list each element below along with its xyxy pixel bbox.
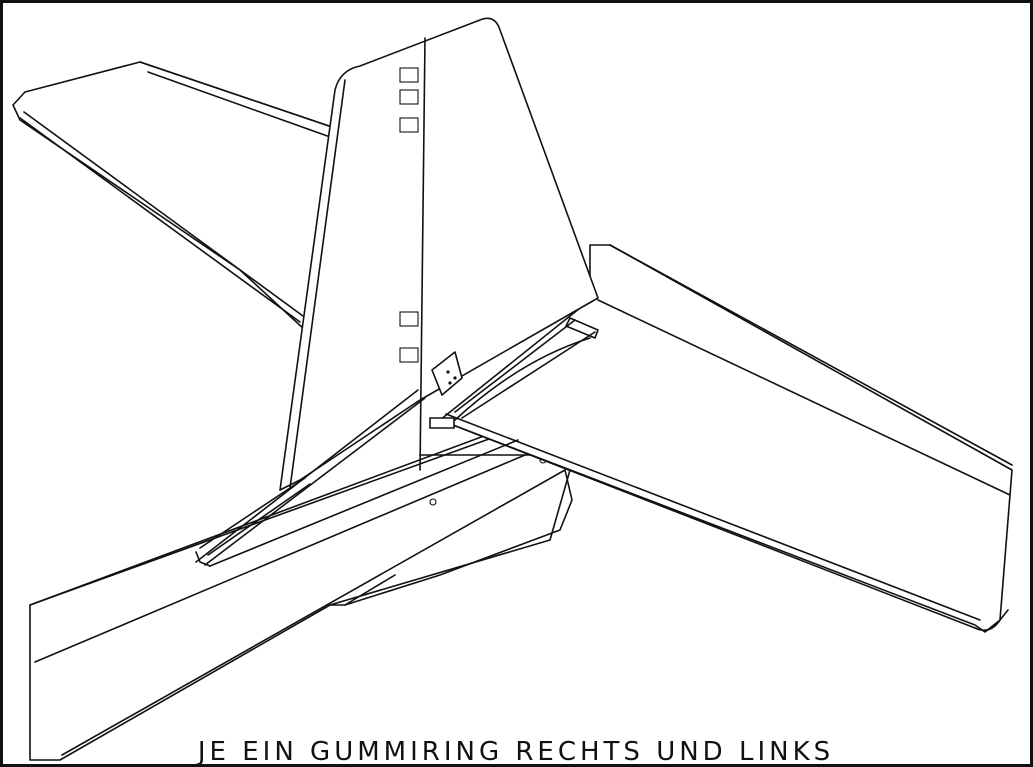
support-rails (195, 317, 599, 567)
caption-text: JE EIN GUMMIRING RECHTS UND LINKS (196, 737, 834, 767)
right-stabilizer (439, 244, 1013, 633)
vertical-fin (279, 17, 599, 491)
left-stabilizer (12, 61, 336, 331)
